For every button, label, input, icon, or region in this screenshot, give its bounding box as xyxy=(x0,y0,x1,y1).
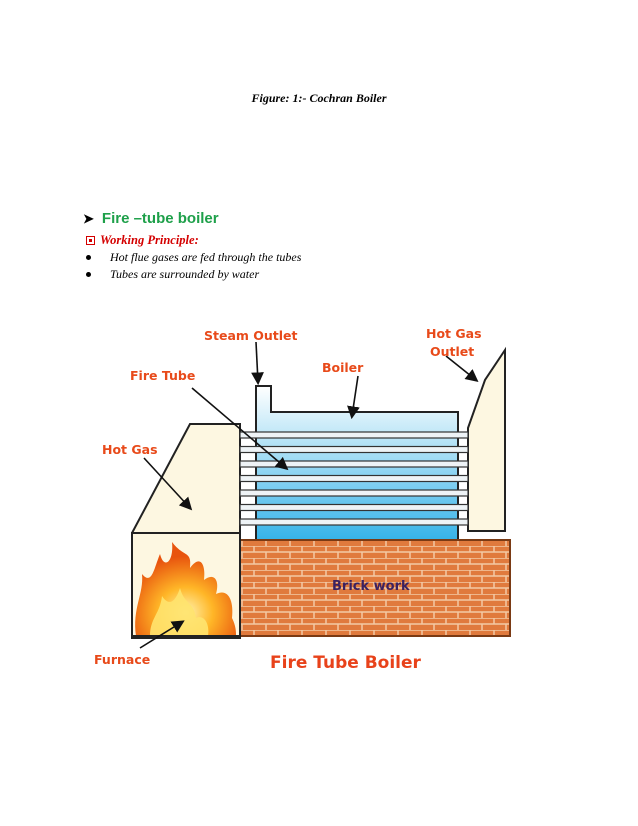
fire-tube xyxy=(239,474,469,483)
section-heading: ➤ Fire –tube boiler xyxy=(83,210,219,227)
fire-tube xyxy=(239,445,469,454)
square-bullet-icon xyxy=(86,236,95,245)
pointer-arrows xyxy=(139,341,479,649)
brick-work xyxy=(239,539,511,637)
fire-tube-boiler-diagram: Steam Outlet Hot Gas Outlet Fire Tube Bo… xyxy=(94,326,511,673)
furnace-flames xyxy=(135,542,236,636)
list-item-text: Tubes are surrounded by water xyxy=(110,267,260,281)
arrow-bullet-icon: ➤ xyxy=(83,210,94,226)
figure-caption: Figure: 1:- Cochran Boiler xyxy=(251,91,387,105)
list-item-text: Hot flue gases are fed through the tubes xyxy=(110,250,302,264)
label-boiler: Boiler xyxy=(322,360,364,375)
fire-tube xyxy=(239,489,469,497)
bullet-icon xyxy=(86,255,91,260)
fire-tube xyxy=(239,460,469,468)
label-hot-gas-outlet: Hot Gas xyxy=(426,326,482,341)
fire-tube xyxy=(239,503,469,512)
list-item: Hot flue gases are fed through the tubes xyxy=(86,249,301,266)
label-brick-work: Brick work xyxy=(332,579,410,594)
fire-tube xyxy=(239,518,469,526)
bullet-icon xyxy=(86,272,91,277)
diagram-title: Fire Tube Boiler xyxy=(270,653,422,673)
working-principle-text: Working Principle: xyxy=(100,233,199,247)
label-furnace: Furnace xyxy=(94,652,150,667)
fire-tube xyxy=(239,431,469,439)
label-fire-tube: Fire Tube xyxy=(130,368,195,383)
fire-tubes xyxy=(239,431,469,526)
furnace-outline xyxy=(131,532,241,637)
list-item: Tubes are surrounded by water xyxy=(86,266,301,283)
section-heading-text: Fire –tube boiler xyxy=(101,210,219,227)
hot-gas-outlet-chimney xyxy=(467,346,506,532)
label-steam-outlet: Steam Outlet xyxy=(204,328,298,343)
working-principle-heading: Working Principle: xyxy=(86,233,199,248)
label-hot-gas: Hot Gas xyxy=(102,442,158,457)
principle-list: Hot flue gases are fed through the tubes… xyxy=(86,249,301,283)
label-hot-gas-outlet: Outlet xyxy=(430,344,474,359)
